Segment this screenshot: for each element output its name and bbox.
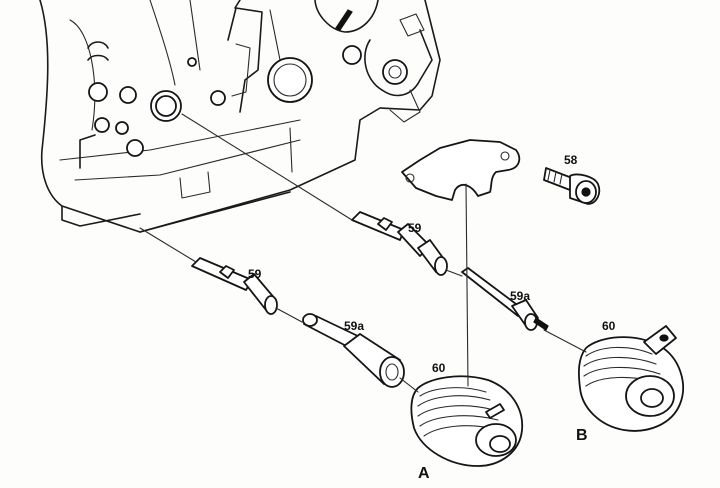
callout-60-a: 60: [432, 361, 446, 375]
variant-label-b: B: [576, 427, 588, 444]
callout-59a-upper: 59a: [510, 289, 530, 303]
transmission-housing: [39, 0, 441, 233]
bolt-58: [543, 167, 601, 205]
shaft-59a-upper: [461, 267, 549, 331]
drive-gear-59-upper: [351, 211, 448, 276]
callout-60-b: 60: [602, 319, 616, 333]
sleeve-59a-lower: [302, 313, 405, 388]
drive-gear-59-lower: [191, 257, 278, 315]
seal-plate: [401, 139, 521, 201]
callout-59a-lower: 59a: [344, 319, 364, 333]
callout-59-upper: 59: [408, 221, 422, 235]
drive-housing-60-a: [410, 375, 523, 467]
drive-housing-60-b: [578, 325, 684, 432]
alignment-lines: [139, 113, 587, 393]
callout-59-lower: 59: [248, 267, 262, 281]
callout-58: 58: [564, 153, 578, 167]
variant-label-a: A: [418, 465, 430, 482]
